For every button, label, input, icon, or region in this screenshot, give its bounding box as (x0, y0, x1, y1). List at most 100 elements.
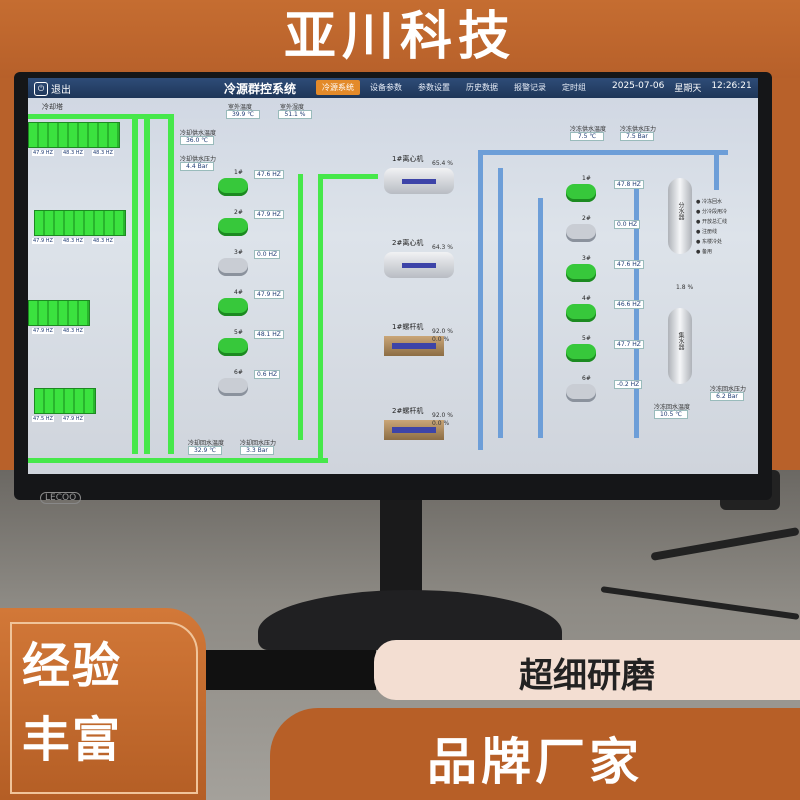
chilled-pump-number: 5# (582, 335, 591, 342)
outdoor-humidity-label: 室外湿度 (280, 104, 305, 111)
legend-item: ● 开放总汇线 (696, 219, 727, 225)
outdoor-temp-value: 39.9 ℃ (226, 110, 260, 119)
chiller-percent: 92.0 % (432, 412, 453, 419)
time: 12:26:21 (711, 81, 752, 91)
chw-return-temp-value: 10.5 ℃ (654, 410, 688, 419)
chilled-pump[interactable] (566, 304, 596, 322)
chiller-percent: 92.0 % (432, 328, 453, 335)
tower-hz: 48.3 HZ (62, 328, 84, 334)
chilled-pump[interactable] (566, 384, 596, 402)
cooling-pipe (298, 174, 303, 440)
cooling-pump[interactable] (218, 338, 248, 356)
nav-tab-0[interactable]: 冷源系统 (316, 80, 360, 95)
legend-item: ● 注册线 (696, 229, 717, 235)
cw-supply-pressure-label: 冷却供水压力 (180, 156, 217, 163)
cooling-pipe (168, 114, 174, 454)
cooling-pump-number: 4# (234, 289, 243, 296)
chw-supply-temp-value: 7.5 ℃ (570, 132, 604, 141)
cw-return-temp-label: 冷却回水温度 (188, 440, 225, 447)
collector-tank (668, 308, 692, 384)
exit-label: 退出 (51, 85, 71, 96)
chilled-pump-number: 3# (582, 255, 591, 262)
chilled-pump-hz: 0.0 HZ (614, 220, 641, 229)
chilled-pipe (478, 150, 483, 450)
legend-item: ● 东楼冷处 (696, 239, 722, 245)
chilled-pipe (478, 150, 728, 155)
cw-return-temp-value: 32.9 ℃ (188, 446, 222, 455)
chiller-name: 1#螺杆机 (392, 323, 424, 331)
chiller-unit[interactable] (384, 336, 444, 356)
collector-label: 集水器 (677, 332, 684, 350)
chilled-pump[interactable] (566, 184, 596, 202)
distributor-tank (668, 178, 692, 254)
weekday: 星期天 (674, 84, 702, 94)
chw-supply-pressure-value: 7.5 Bar (620, 132, 654, 141)
chw-supply-temp-label: 冷冻供水温度 (570, 126, 607, 133)
chw-return-pressure-label: 冷冻回水压力 (710, 386, 747, 393)
chilled-pipe (498, 168, 503, 438)
cooling-pump-number: 3# (234, 249, 243, 256)
chilled-pump-hz: 47.6 HZ (614, 260, 644, 269)
tower-hz: 47.9 HZ (32, 328, 54, 334)
cooling-pump-hz: 0.6 HZ (254, 370, 281, 379)
nav-tab-1[interactable]: 设备参数 (370, 83, 402, 92)
slogan-text: 超细研磨 (519, 656, 655, 696)
exit-button[interactable]: ⏻ 退出 (34, 81, 71, 96)
nav-tab-3[interactable]: 历史数据 (466, 83, 498, 92)
chilled-pump[interactable] (566, 264, 596, 282)
tower-hz: 47.5 HZ (32, 416, 54, 422)
chilled-pipe (634, 188, 639, 438)
chiller-name: 2#螺杆机 (392, 407, 424, 415)
system-title: 冷源群控系统 (224, 82, 297, 96)
cooling-pump[interactable] (218, 298, 248, 316)
exit-icon: ⏻ (34, 81, 48, 96)
badge-frame (10, 622, 198, 794)
tower-hz: 48.3 HZ (92, 150, 114, 156)
brand-title: 亚川科技 (283, 7, 516, 67)
slogan-bar: 超细研磨 (374, 640, 800, 700)
chw-return-temp-label: 冷冻回水温度 (654, 404, 691, 411)
nav-tab-5[interactable]: 定时组 (562, 83, 586, 92)
legend-item: ● 分冷段用冷 (696, 209, 727, 215)
keyboard (196, 650, 376, 690)
cooling-pipe (28, 114, 174, 119)
cooling-pump-number: 5# (234, 329, 243, 336)
nav-tab-2[interactable]: 参数设置 (418, 83, 450, 92)
chilled-pump-number: 2# (582, 215, 591, 222)
tower-hz: 48.3 HZ (92, 238, 114, 244)
distributor-label: 分水器 (677, 202, 684, 220)
cooling-pump-hz: 47.9 HZ (254, 290, 284, 299)
cooling-pump[interactable] (218, 218, 248, 236)
cw-supply-temp-value: 36.0 ℃ (180, 136, 214, 145)
experience-badge: 经验 丰富 (0, 608, 206, 800)
top-banner (0, 0, 800, 78)
chilled-pump-number: 1# (582, 175, 591, 182)
legend-item: ● 备用 (696, 249, 712, 255)
chilled-pump-hz: 47.8 HZ (614, 180, 644, 189)
cooling-tower (28, 122, 120, 148)
outdoor-temp-label: 室外温度 (228, 104, 253, 111)
chiller-percent: 65.4 % (432, 160, 453, 167)
chiller-core (392, 427, 436, 433)
clock: 2025-07-06 星期天 12:26:21 (612, 81, 752, 94)
cooling-pump[interactable] (218, 378, 248, 396)
cooling-pump[interactable] (218, 178, 248, 196)
cooling-pump-hz: 0.0 HZ (254, 250, 281, 259)
chiller-percent-2: 0.0 % (432, 336, 450, 343)
chilled-pump-number: 4# (582, 295, 591, 302)
cooling-pump[interactable] (218, 258, 248, 276)
chilled-pump-number: 6# (582, 375, 591, 382)
cooling-tower (34, 210, 126, 236)
chiller-core (392, 343, 436, 349)
chilled-pump[interactable] (566, 224, 596, 242)
tower-hz: 48.3 HZ (62, 150, 84, 156)
chiller-unit[interactable] (384, 420, 444, 440)
nav-tab-4[interactable]: 报警记录 (514, 83, 546, 92)
cooling-tower (28, 300, 90, 326)
chilled-pump[interactable] (566, 344, 596, 362)
cooling-pipe (132, 114, 138, 454)
chiller-name: 1#离心机 (392, 155, 424, 163)
badge-line-2: 丰富 (22, 712, 123, 768)
chiller-unit[interactable] (384, 168, 454, 194)
chiller-unit[interactable] (384, 252, 454, 278)
